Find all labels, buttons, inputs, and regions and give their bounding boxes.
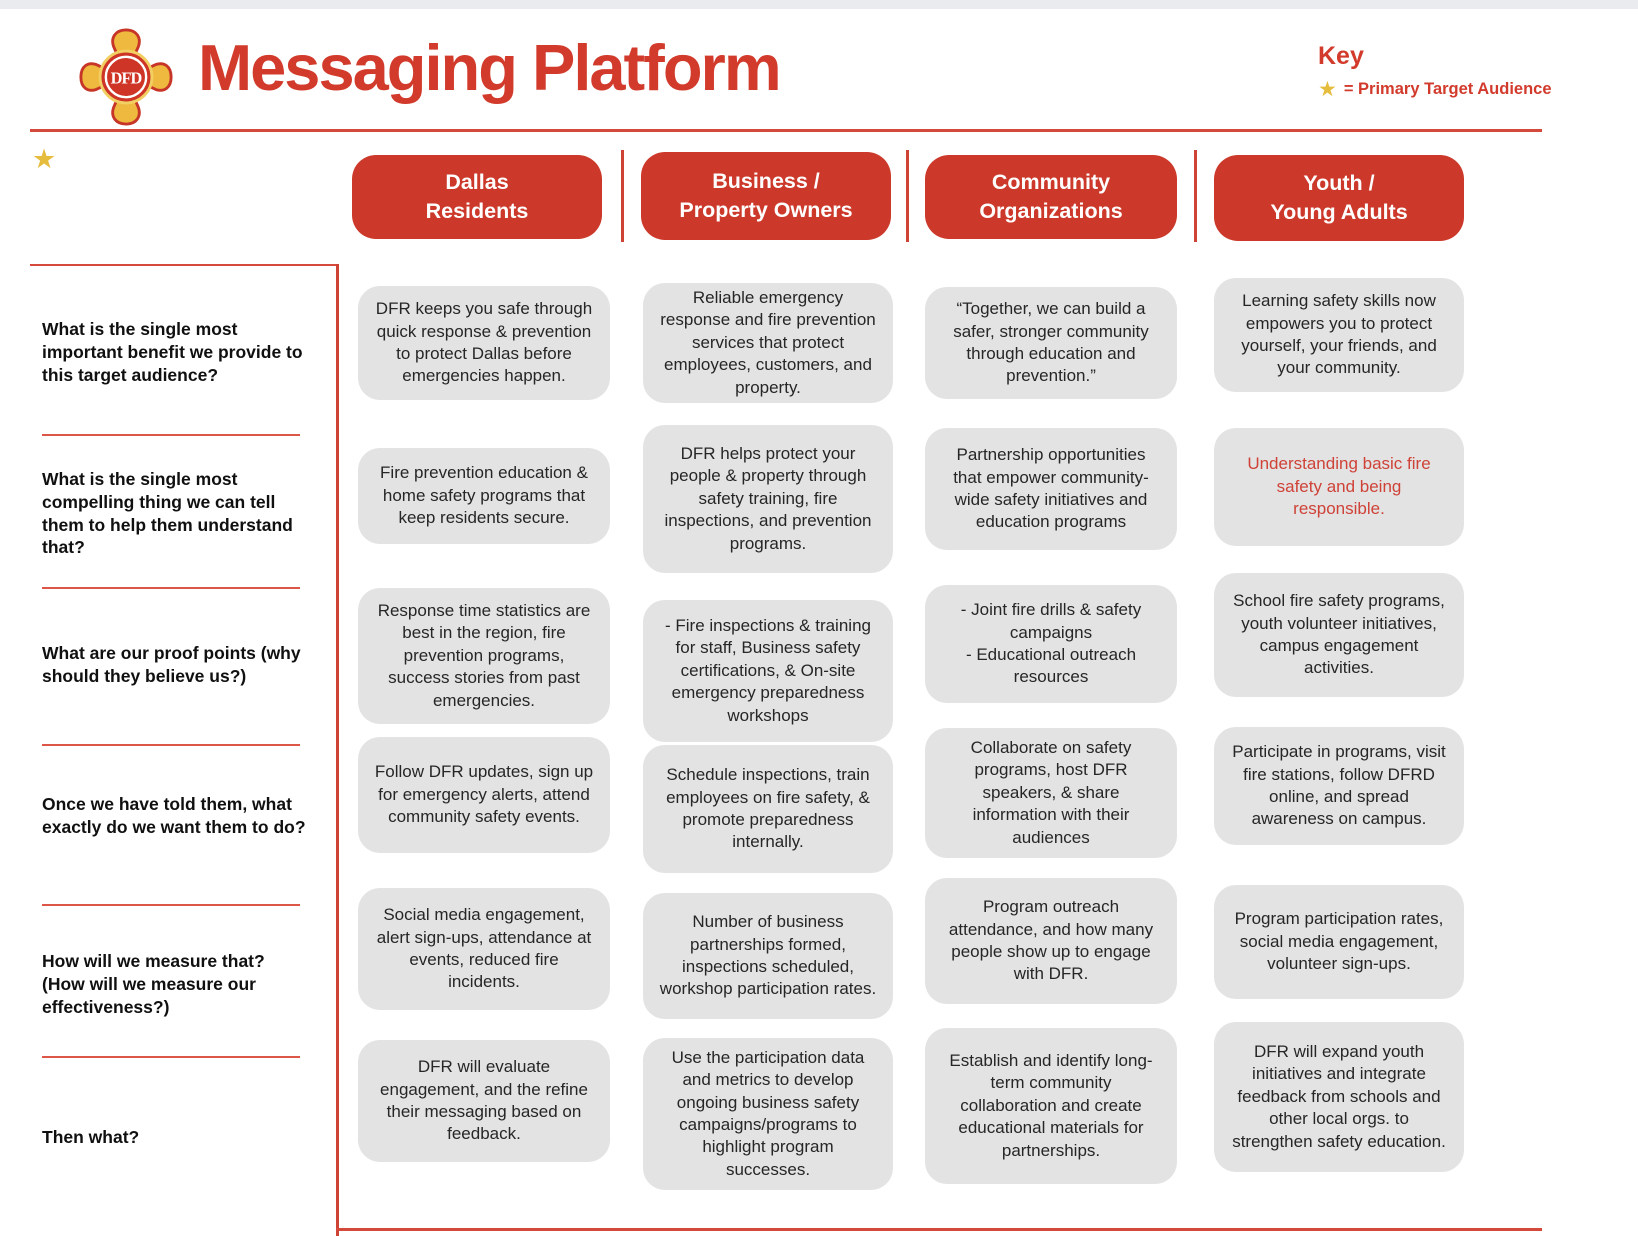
- matrix-cell-r2c4-highlighted: Understanding basic fire safety and bein…: [1214, 428, 1464, 546]
- logo-monogram: DFD: [111, 69, 142, 88]
- matrix-cell-r3c4: School fire safety programs, youth volun…: [1214, 573, 1464, 697]
- audience-label-line: Organizations: [979, 199, 1123, 223]
- audience-header-dallas-residents: Dallas Residents: [352, 155, 602, 239]
- audience-label-line: Residents: [425, 199, 529, 223]
- header-rule: [30, 129, 1542, 132]
- header-column-separator: [1194, 150, 1197, 242]
- question-proof-points: What are our proof points (why should th…: [42, 643, 301, 686]
- questions-top-rule: [30, 264, 337, 266]
- matrix-cell-r6c3: Establish and identify long-term communi…: [925, 1028, 1177, 1184]
- audience-label-line: Youth /: [1303, 170, 1375, 195]
- audience-header-youth-young-adults: Youth / Young Adults: [1214, 155, 1464, 241]
- question-compelling: What is the single most compelling thing…: [42, 469, 293, 558]
- question-measurement: How will we measure that? (How will we m…: [42, 951, 265, 1017]
- question-divider: [42, 904, 300, 906]
- matrix-cell-r2c2: DFR helps protect your people & property…: [643, 425, 893, 573]
- question-divider: [42, 1056, 300, 1058]
- question-then-what: Then what?: [42, 1127, 140, 1147]
- audience-header-business-property-owners: Business / Property Owners: [641, 152, 891, 240]
- matrix-cell-r2c3: Partnership opportunities that empower c…: [925, 428, 1177, 550]
- questions-grid-divider: [336, 264, 339, 1236]
- key-label: = Primary Target Audience: [1343, 80, 1552, 98]
- matrix-cell-r3c3: - Joint fire drills & safety campaigns -…: [925, 585, 1177, 703]
- audience-label-line: Dallas: [445, 169, 509, 194]
- primary-audience-star-icon: ★: [32, 144, 57, 174]
- matrix-cell-r4c4: Participate in programs, visit fire stat…: [1214, 727, 1464, 845]
- audience-label-line: Young Adults: [1270, 200, 1408, 224]
- page-title: Messaging Platform: [198, 31, 782, 104]
- grid-bottom-rule: [336, 1228, 1542, 1231]
- question-divider: [42, 434, 300, 436]
- audience-header-community-organizations: Community Organizations: [925, 155, 1177, 239]
- matrix-cell-r1c4: Learning safety skills now empowers you …: [1214, 278, 1464, 392]
- key-line: ★ = Primary Target Audience: [1318, 79, 1552, 100]
- matrix-cell-r1c2: Reliable emergency response and fire pre…: [643, 283, 893, 403]
- audience-label-line: Business /: [712, 168, 820, 193]
- matrix-cell-r6c2: Use the participation data and metrics t…: [643, 1038, 893, 1190]
- question-benefit: What is the single most important benefi…: [42, 319, 303, 385]
- matrix-cell-r4c2: Schedule inspections, train employees on…: [643, 745, 893, 873]
- matrix-cell-r1c1: DFR keeps you safe through quick respons…: [358, 286, 610, 400]
- star-icon: ★: [1318, 78, 1337, 101]
- matrix-cell-r5c4: Program participation rates, social medi…: [1214, 885, 1464, 999]
- header-column-separator: [906, 150, 909, 242]
- key-heading: Key: [1318, 42, 1364, 70]
- matrix-cell-r6c1: DFR will evaluate engagement, and the re…: [358, 1040, 610, 1162]
- audience-label-line: Property Owners: [679, 198, 853, 222]
- matrix-cell-r6c4: DFR will expand youth initiatives and in…: [1214, 1022, 1464, 1172]
- matrix-cell-r3c1: Response time statistics are best in the…: [358, 588, 610, 724]
- question-call-to-action: Once we have told them, what exactly do …: [42, 794, 306, 837]
- key-legend: Key ★ = Primary Target Audience: [1318, 42, 1552, 100]
- dfd-crest-logo: DFD: [79, 28, 173, 126]
- question-divider: [42, 744, 300, 746]
- matrix-cell-r4c1: Follow DFR updates, sign up for emergenc…: [358, 737, 610, 853]
- question-divider: [42, 587, 300, 589]
- matrix-cell-r4c3: Collaborate on safety programs, host DFR…: [925, 728, 1177, 858]
- matrix-cell-r5c1: Social media engagement, alert sign-ups,…: [358, 888, 610, 1010]
- matrix-cell-r5c2: Number of business partnerships formed, …: [643, 893, 893, 1019]
- audience-label-line: Community: [991, 169, 1111, 194]
- matrix-cell-r5c3: Program outreach attendance, and how man…: [925, 878, 1177, 1004]
- window-edge-strip: [0, 0, 1638, 9]
- matrix-cell-r3c2: - Fire inspections & training for staff,…: [643, 600, 893, 742]
- matrix-cell-r2c1: Fire prevention education & home safety …: [358, 448, 610, 544]
- header-column-separator: [621, 150, 624, 242]
- matrix-cell-r1c3: “Together, we can build a safer, stronge…: [925, 287, 1177, 399]
